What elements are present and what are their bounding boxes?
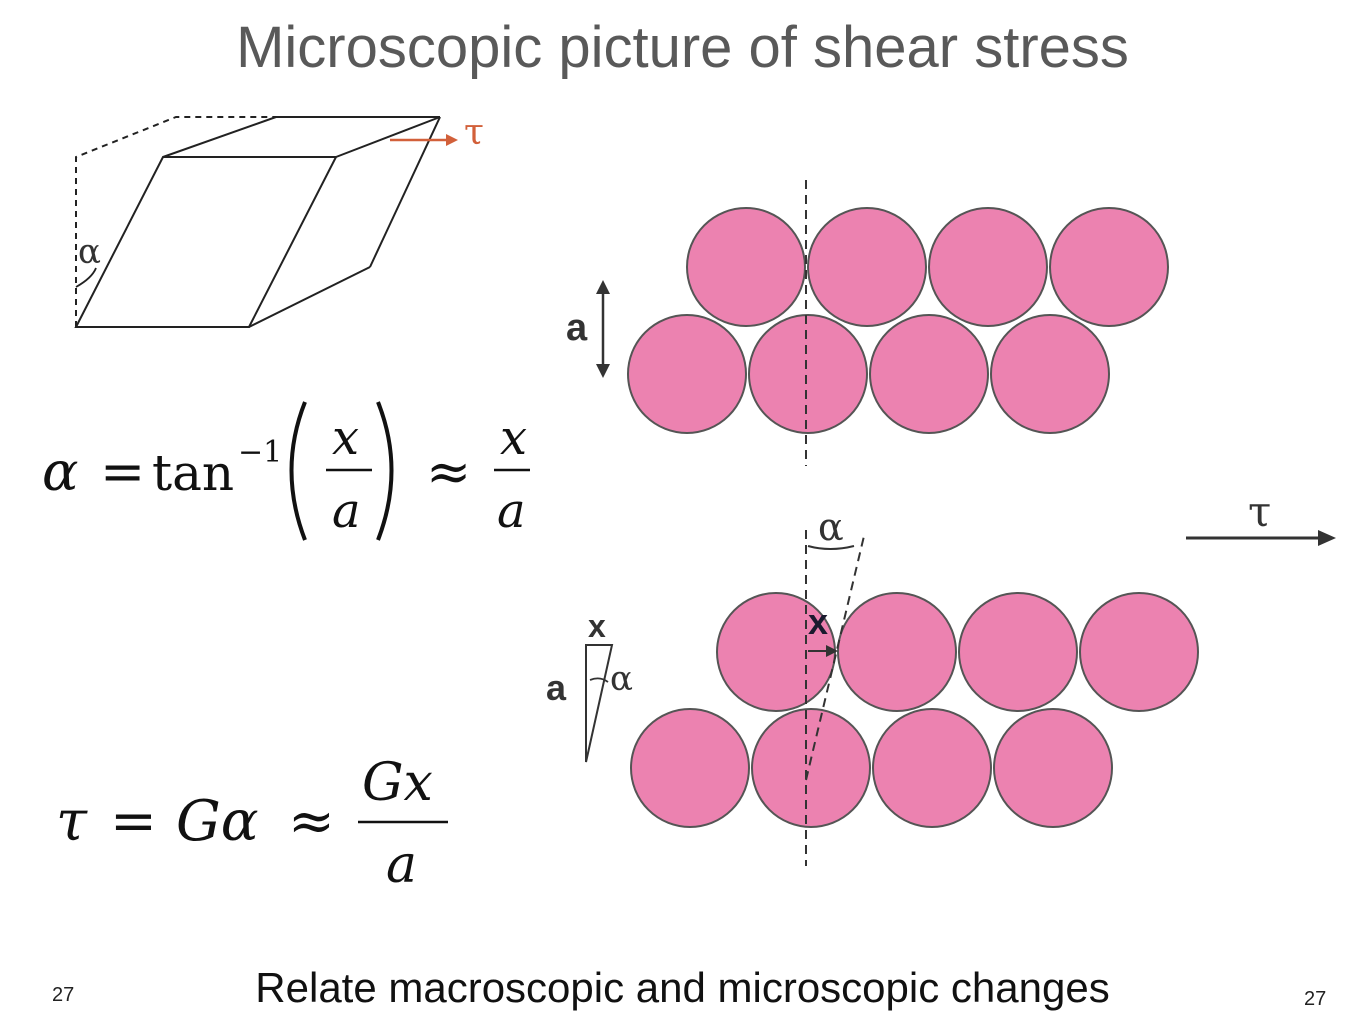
atom-lattice-sheared xyxy=(630,592,1199,828)
displacement-arrow xyxy=(808,645,838,657)
sheared-block-diagram xyxy=(74,116,441,328)
eq1-rhs-denominator: a xyxy=(497,483,526,539)
triangle-alpha-label: α xyxy=(610,659,633,699)
equation-tau: τ = Gα ≈ Gx a xyxy=(56,753,448,895)
eq1-denominator: a xyxy=(332,483,361,539)
block-shear-symbol: τ xyxy=(464,112,484,153)
top-upper-row-atom xyxy=(807,207,927,327)
sheared-front-face xyxy=(74,156,338,328)
bottom-lower-row-atom xyxy=(751,708,871,828)
top-lower-row-atom xyxy=(627,314,747,434)
eq2-numerator: Gx xyxy=(362,753,433,813)
sheared-top-right xyxy=(335,116,441,158)
top-upper-row-atom xyxy=(1049,207,1169,327)
triangle-a-label: a xyxy=(546,667,567,708)
block-angle-symbol: α xyxy=(78,232,101,272)
tilted-reference-line xyxy=(805,535,865,781)
eq2-equals: = xyxy=(110,789,157,854)
lattice-shear-arrow xyxy=(1186,530,1336,546)
spacing-arrow xyxy=(596,280,610,378)
bottom-lower-row-atom xyxy=(993,708,1113,828)
triangle-x-label: x xyxy=(588,608,606,644)
eq1-exponent: −1 xyxy=(238,435,282,470)
lattice-shear-label: τ xyxy=(1248,487,1271,536)
eq1-rhs-numerator: x xyxy=(500,410,527,466)
eq2-g-alpha: Gα xyxy=(176,789,259,854)
top-upper-row-atom xyxy=(928,207,1048,327)
shear-angle-label: α xyxy=(818,505,844,549)
block-shear-arrow xyxy=(390,134,458,146)
bottom-lower-row-atom xyxy=(630,708,750,828)
spacing-label: a xyxy=(566,307,588,349)
eq2-denominator: a xyxy=(386,835,417,895)
eq1-alpha: α xyxy=(42,440,78,503)
eq2-tau: τ xyxy=(56,789,88,854)
eq1-numerator: x xyxy=(332,410,359,466)
bottom-lower-row-atom xyxy=(872,708,992,828)
top-upper-row-atom xyxy=(686,207,806,327)
sheared-top-edge-back xyxy=(162,116,277,158)
top-lower-row-atom xyxy=(748,314,868,434)
eq1-right-paren xyxy=(376,401,394,541)
eq1-approx: ≈ xyxy=(426,440,471,503)
page-number-right: 27 xyxy=(1304,988,1327,1010)
equation-alpha: α = tan −1 x a ≈ x a xyxy=(42,401,530,541)
slide-caption: Relate macroscopic and microscopic chang… xyxy=(255,964,1110,1011)
sheared-right-edge xyxy=(369,116,441,268)
eq1-left-paren xyxy=(289,401,307,541)
shear-angle-arc xyxy=(807,545,855,550)
bottom-upper-row-atom xyxy=(1079,592,1199,712)
page-number-left: 27 xyxy=(52,984,75,1006)
sheared-bottom-right xyxy=(248,266,371,328)
eq2-approx: ≈ xyxy=(288,789,335,854)
top-lower-row-atom xyxy=(869,314,989,434)
atom-lattice-unsheared xyxy=(627,207,1169,434)
eq1-tan: tan xyxy=(152,444,234,502)
bottom-upper-row-atom xyxy=(837,592,957,712)
angle-arc xyxy=(75,267,97,288)
top-lower-row-atom xyxy=(990,314,1110,434)
eq1-equals: = xyxy=(100,440,145,503)
slide-title: Microscopic picture of shear stress xyxy=(236,15,1129,80)
bottom-upper-row-atom xyxy=(958,592,1078,712)
displacement-label: x xyxy=(808,601,828,642)
geometry-triangle xyxy=(585,644,614,763)
